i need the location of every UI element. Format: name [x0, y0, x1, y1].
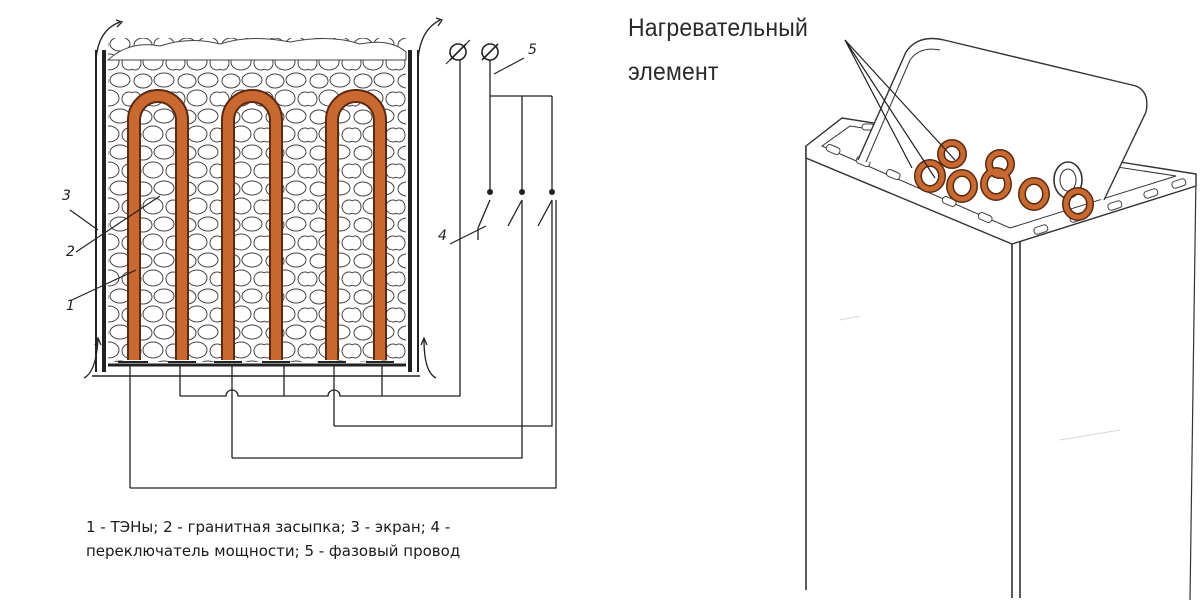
caption-line-1: 1 - ТЭНы; 2 - гранитная засыпка; 3 - экр…: [86, 518, 451, 536]
granite-backfill: [108, 38, 406, 362]
screen-walls: [95, 50, 419, 372]
mounting-plate: [92, 361, 420, 377]
heater-label-line-1: Нагревательный: [628, 14, 808, 42]
callout-2: 2: [66, 244, 75, 260]
diagram-caption: 1 - ТЭНы; 2 - гранитная засыпка; 3 - экр…: [86, 515, 556, 563]
callout-3: 3: [62, 188, 71, 204]
callout-4: 4: [438, 228, 447, 244]
heater-label-line-2: элемент: [628, 58, 719, 86]
schematic-diagram: 3 2 1 4 5: [62, 17, 557, 489]
heater-drawing: [805, 37, 1197, 600]
power-terminals: [445, 39, 499, 65]
airflow-arrows: [83, 17, 444, 379]
callout-1: 1: [66, 298, 75, 314]
wiring: [129, 60, 557, 489]
leader-lines: [69, 57, 525, 301]
heater-body: [805, 145, 1197, 598]
switch-contacts: [487, 189, 555, 195]
heater-label-leaders: [844, 39, 956, 179]
heater-coils: [914, 139, 1094, 221]
heating-elements: [127, 89, 387, 360]
heater-element-label: Нагревательный элемент: [628, 6, 849, 94]
caption-line-2: переключатель мощности; 5 - фазовый пров…: [86, 542, 461, 560]
callout-5: 5: [528, 42, 537, 58]
